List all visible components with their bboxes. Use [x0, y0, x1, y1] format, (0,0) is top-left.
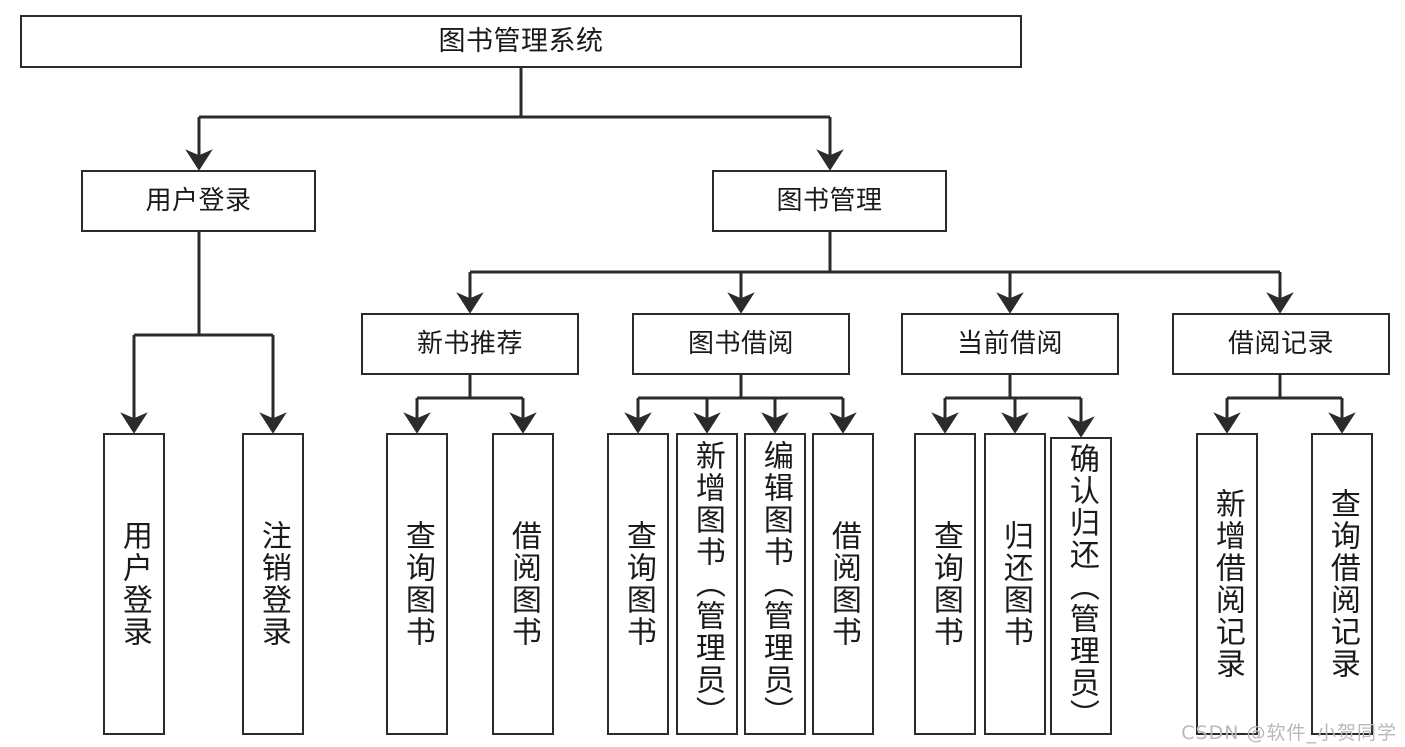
- leaf-current-borrow-return[interactable]: 归还图书: [984, 433, 1046, 735]
- node-book-borrow[interactable]: 图书借阅: [632, 313, 850, 375]
- node-label: 借阅图书: [825, 520, 861, 648]
- node-label: 查询借阅记录: [1324, 488, 1360, 680]
- node-label: 借阅记录: [1227, 328, 1334, 359]
- node-label: 图书借阅: [687, 328, 794, 359]
- leaf-current-borrow-confirm-return[interactable]: 确认归还（管理员）: [1050, 437, 1112, 735]
- leaf-book-borrow-query[interactable]: 查询图书: [607, 433, 669, 735]
- node-label: 借阅图书: [505, 520, 541, 648]
- leaf-user-login-logout[interactable]: 注销登录: [242, 433, 304, 735]
- leaf-book-borrow-borrow[interactable]: 借阅图书: [812, 433, 874, 735]
- node-label: 用户登录: [116, 520, 152, 648]
- node-label: 用户登录: [145, 185, 252, 216]
- node-borrow-record[interactable]: 借阅记录: [1172, 313, 1390, 375]
- node-book-management[interactable]: 图书管理: [712, 170, 947, 232]
- leaf-borrow-record-add[interactable]: 新增借阅记录: [1196, 433, 1258, 735]
- node-label: 编辑图书（管理员）: [757, 440, 793, 728]
- node-label: 图书管理系统: [438, 25, 604, 57]
- leaf-current-borrow-query[interactable]: 查询图书: [914, 433, 976, 735]
- node-label: 归还图书: [997, 520, 1033, 648]
- leaf-new-book-borrow[interactable]: 借阅图书: [492, 433, 554, 735]
- csdn-watermark: CSDN @软件_小贺同学: [1181, 722, 1397, 744]
- node-root-system[interactable]: 图书管理系统: [20, 15, 1022, 68]
- node-user-login[interactable]: 用户登录: [81, 170, 316, 232]
- node-label: 查询图书: [620, 520, 656, 648]
- node-label: 注销登录: [255, 520, 291, 648]
- node-label: 图书管理: [776, 185, 883, 216]
- node-label: 确认归还（管理员）: [1063, 443, 1099, 731]
- node-label: 查询图书: [399, 520, 435, 648]
- node-label: 查询图书: [927, 520, 963, 648]
- node-label: 当前借阅: [956, 328, 1063, 359]
- leaf-book-borrow-add[interactable]: 新增图书（管理员）: [676, 433, 738, 735]
- node-label: 新书推荐: [416, 328, 523, 359]
- node-new-book-recommend[interactable]: 新书推荐: [361, 313, 579, 375]
- leaf-borrow-record-query[interactable]: 查询借阅记录: [1311, 433, 1373, 735]
- leaf-book-borrow-edit[interactable]: 编辑图书（管理员）: [744, 433, 806, 735]
- node-label: 新增图书（管理员）: [689, 440, 725, 728]
- node-label: 新增借阅记录: [1209, 488, 1245, 680]
- node-current-borrow[interactable]: 当前借阅: [901, 313, 1119, 375]
- leaf-new-book-query[interactable]: 查询图书: [386, 433, 448, 735]
- leaf-user-login-login[interactable]: 用户登录: [103, 433, 165, 735]
